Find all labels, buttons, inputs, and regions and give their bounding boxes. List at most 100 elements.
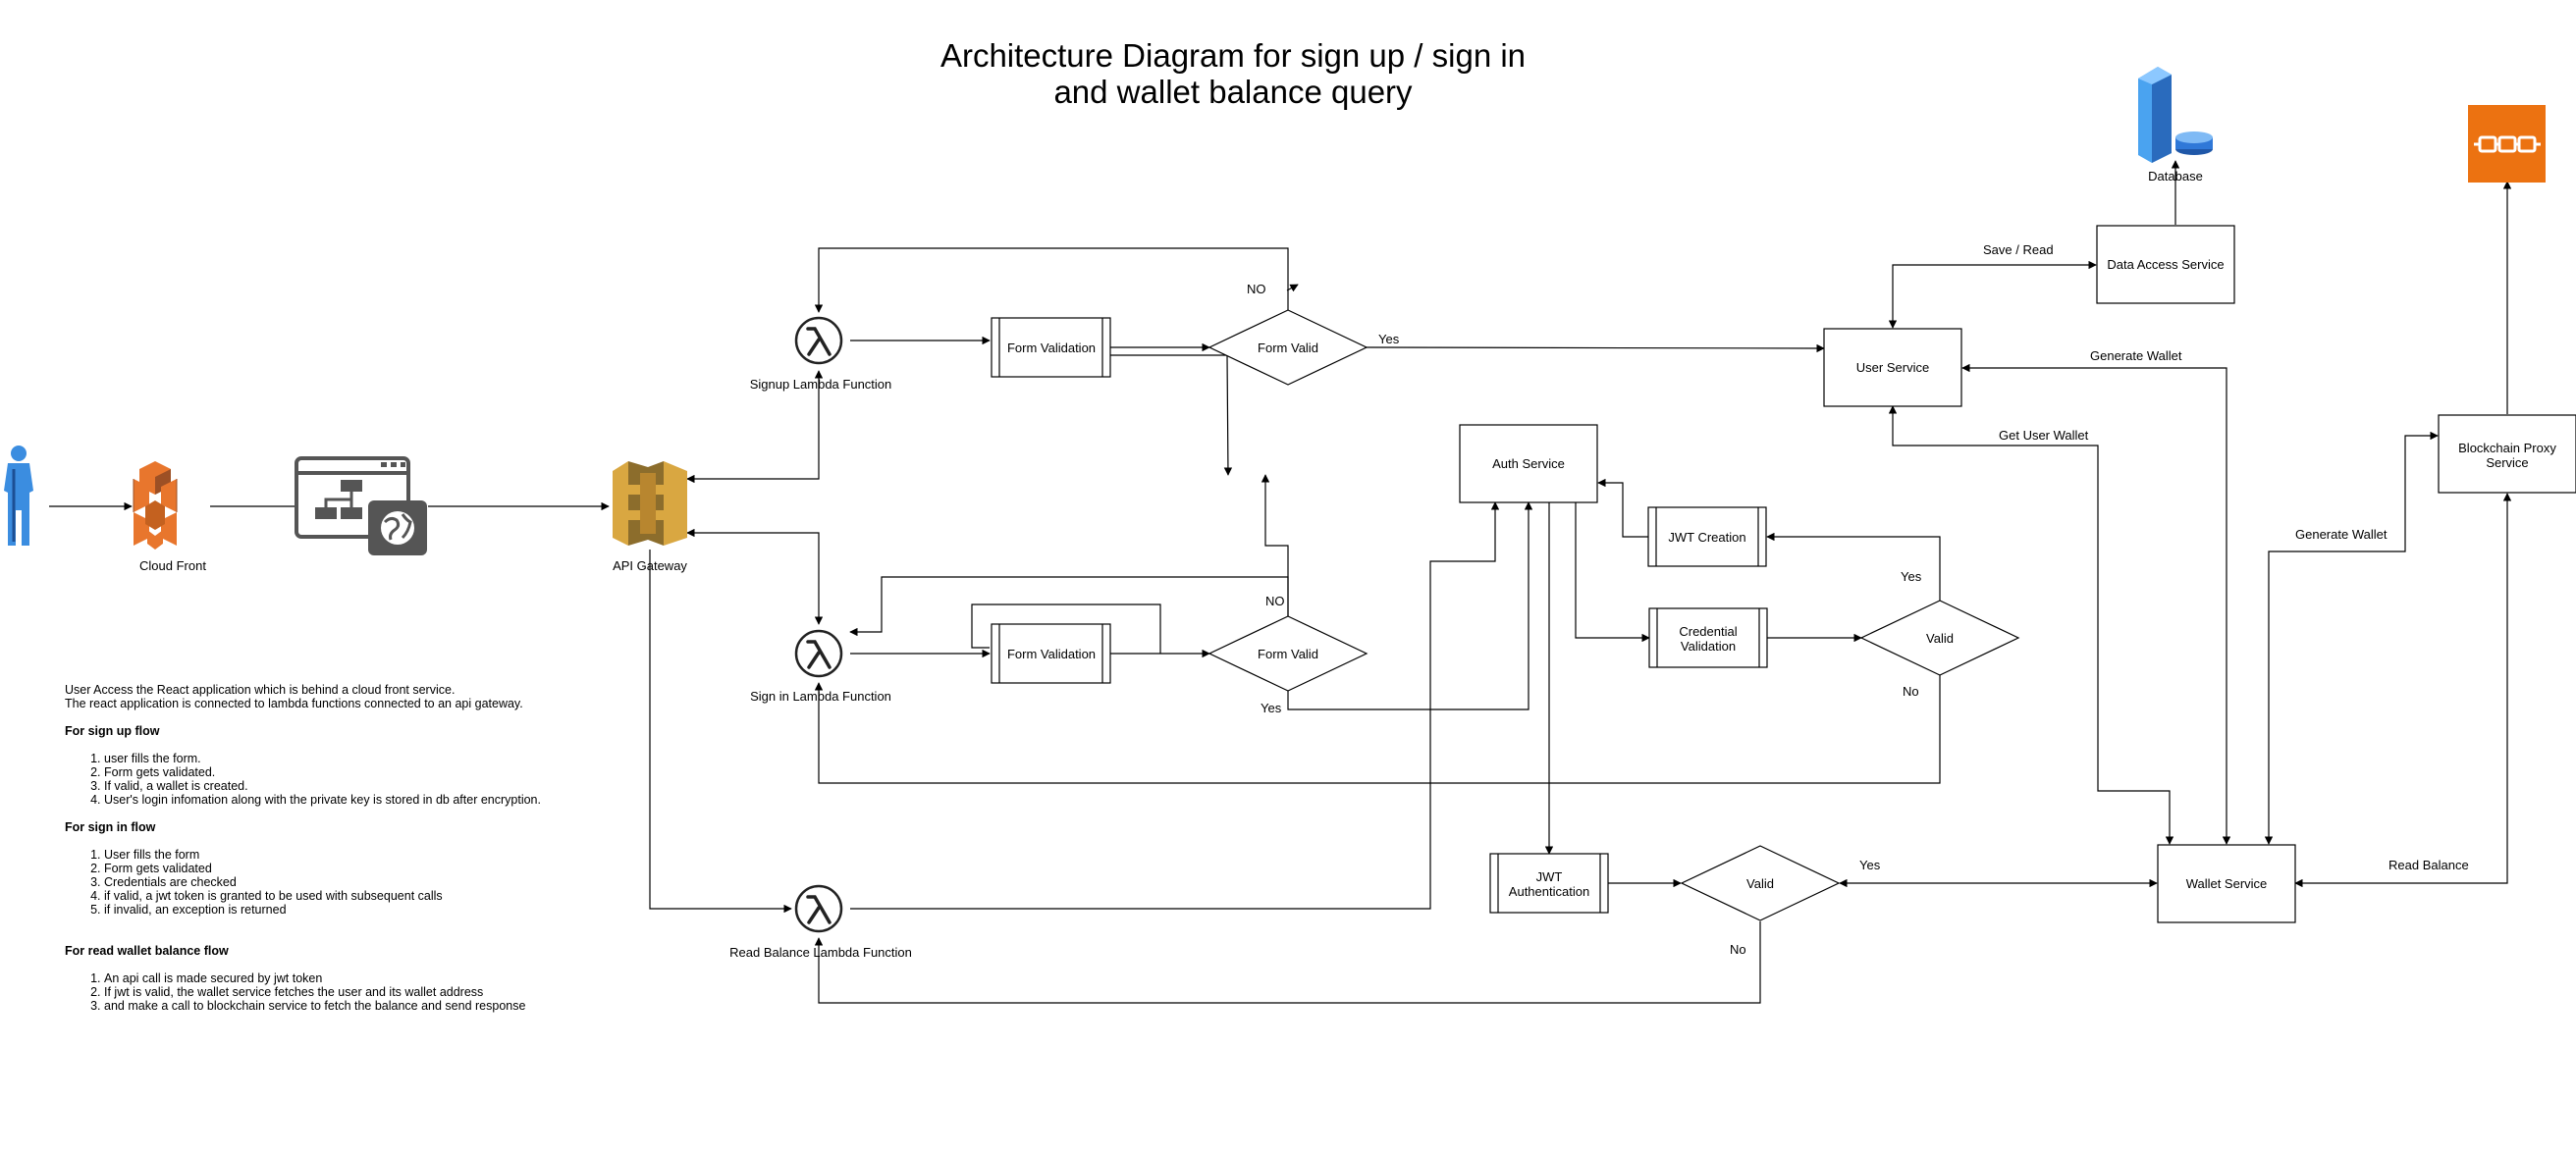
- user-service-box: [1823, 328, 1962, 407]
- list-item: If jwt is valid, the wallet service fetc…: [104, 985, 673, 999]
- edge-userservice-dataaccess: [1888, 260, 2097, 329]
- list-item: and make a call to blockchain service to…: [104, 999, 673, 1013]
- edge-validjwt-no-readbalance: [814, 921, 1761, 1004]
- valid-credentials-label: Valid: [1926, 631, 1954, 646]
- list-item: if invalid, an exception is returned: [104, 903, 673, 917]
- edge-jwtcreation-auth: [1597, 478, 1649, 538]
- blockchain-proxy-label-2: Service: [2486, 455, 2528, 470]
- signin-flow-steps: User fills the form Form gets validated …: [65, 848, 673, 917]
- edge-auth-credvalidation: [1575, 502, 1650, 643]
- signup-lambda-label: Signup Lambda Function: [750, 377, 892, 392]
- web-app-icon: [295, 456, 427, 555]
- edge-no-small-arrow: [1286, 284, 1299, 292]
- edge-label-generate-wallet-user: Generate Wallet: [2090, 348, 2182, 363]
- lambda-icon: [794, 316, 843, 365]
- signin-flow-heading: For sign in flow: [65, 820, 156, 834]
- form-valid-signin-diamond: [1208, 615, 1368, 692]
- signup-flow-heading: For sign up flow: [65, 724, 160, 738]
- edge-gateway-readbalance: [649, 550, 792, 914]
- user-service-label: User Service: [1856, 360, 1929, 375]
- valid-credentials-diamond: [1859, 600, 2020, 676]
- edge-signin-formvalid-yes-auth: [1287, 501, 1533, 710]
- cloudfront-icon: [133, 461, 178, 550]
- edge-userservice-wallet-get: [1888, 405, 2174, 845]
- list-item: user fills the form.: [104, 752, 673, 765]
- edge-label-read-balance: Read Balance: [2388, 858, 2469, 872]
- valid-jwt-diamond: [1680, 845, 1841, 921]
- edge-label-yes-signup: Yes: [1378, 332, 1400, 346]
- edge-label-get-user-wallet: Get User Wallet: [1999, 428, 2089, 443]
- edge-formvalidation-down: [1110, 354, 1233, 476]
- edge-formvalidation-loop: [971, 603, 1161, 654]
- signup-flow-steps: user fills the form. Form gets validated…: [65, 752, 673, 807]
- balance-flow-steps: An api call is made secured by jwt token…: [65, 971, 673, 1013]
- credential-validation-label-1: Credential: [1679, 624, 1737, 639]
- edge-label-no-cred: No: [1903, 684, 1919, 699]
- jwt-authentication-label-1: JWT: [1536, 869, 1563, 884]
- diagram-title-line-2: and wallet balance query: [1053, 74, 1413, 110]
- list-item: An api call is made secured by jwt token: [104, 971, 673, 985]
- user-icon: [4, 446, 33, 546]
- jwt-creation-box: [1647, 506, 1767, 567]
- data-access-service-label: Data Access Service: [2107, 257, 2224, 272]
- edge-label-save-read: Save / Read: [1983, 242, 2054, 257]
- form-validation-signup-label: Form Validation: [1007, 341, 1096, 355]
- list-item: User fills the form: [104, 848, 673, 862]
- notes-intro-line-1: User Access the React application which …: [65, 683, 456, 697]
- lambda-icon: [794, 884, 843, 933]
- jwt-authentication-label-2: Authentication: [1509, 884, 1589, 899]
- blockchain-proxy-box: [2438, 414, 2576, 494]
- edge-readbalance-auth: [850, 501, 1500, 910]
- form-validation-signin: [991, 623, 1111, 684]
- form-validation-signin-label: Form Validation: [1007, 647, 1096, 661]
- edge-wallet-proxy-generate: [2264, 431, 2439, 845]
- blockchain-proxy-label-1: Blockchain Proxy: [2458, 441, 2556, 455]
- database-label: Database: [2148, 169, 2203, 184]
- form-valid-signup-diamond: [1208, 309, 1368, 386]
- list-item: If valid, a wallet is created.: [104, 779, 673, 793]
- edge-label-no-signup: NO: [1247, 282, 1266, 296]
- signin-lambda-label: Sign in Lambda Function: [750, 689, 891, 704]
- diagram-title-line-1: Architecture Diagram for sign up / sign …: [940, 37, 1526, 74]
- edge-formvalid-no-loop: [814, 247, 1289, 313]
- jwt-creation-label: JWT Creation: [1668, 530, 1745, 545]
- edge-label-no-jwt: No: [1730, 942, 1746, 957]
- data-access-service-box: [2096, 225, 2235, 304]
- cloudfront-label: Cloud Front: [139, 558, 206, 573]
- list-item: User's login infomation along with the p…: [104, 793, 673, 807]
- edge-wallet-userservice-generate: [1961, 363, 2231, 845]
- list-item: Form gets validated.: [104, 765, 673, 779]
- edge-gateway-signup: [686, 370, 824, 484]
- form-valid-signup-label: Form Valid: [1258, 341, 1318, 355]
- credential-validation-box: [1648, 607, 1768, 668]
- form-validation-signup: [991, 317, 1111, 378]
- api-gateway-label: API Gateway: [613, 558, 687, 573]
- edge-label-yes-cred: Yes: [1901, 569, 1922, 584]
- edge-gateway-signin: [686, 528, 824, 625]
- list-item: Form gets validated: [104, 862, 673, 875]
- lambda-icon: [794, 629, 843, 678]
- wallet-service-box: [2157, 844, 2296, 923]
- edge-label-yes-signin: Yes: [1261, 701, 1282, 715]
- edge-label-no-signin: NO: [1265, 594, 1285, 608]
- form-valid-signin-label: Form Valid: [1258, 647, 1318, 661]
- database-icon: [2138, 67, 2213, 163]
- notes-intro: User Access the React application which …: [65, 683, 673, 710]
- edge-label-yes-jwt: Yes: [1859, 858, 1881, 872]
- edge-label-generate-wallet-proxy: Generate Wallet: [2295, 527, 2388, 542]
- credential-validation-label-2: Validation: [1681, 639, 1736, 654]
- wallet-service-label: Wallet Service: [2186, 876, 2268, 891]
- edge-signin-formvalid-up: [1261, 474, 1289, 616]
- read-balance-lambda-label: Read Balance Lambda Function: [729, 945, 912, 960]
- auth-service-box: [1459, 424, 1598, 503]
- auth-service-label: Auth Service: [1492, 456, 1565, 471]
- notes-intro-line-2: The react application is connected to la…: [65, 697, 523, 710]
- blockchain-icon: [2468, 105, 2546, 183]
- edge-wallet-proxy-read: [2294, 493, 2512, 888]
- notes-panel: User Access the React application which …: [65, 683, 673, 1013]
- balance-flow-heading: For read wallet balance flow: [65, 944, 229, 958]
- nodes: [991, 225, 2576, 923]
- list-item: if valid, a jwt token is granted to be u…: [104, 889, 673, 903]
- api-gateway-icon: [613, 461, 687, 546]
